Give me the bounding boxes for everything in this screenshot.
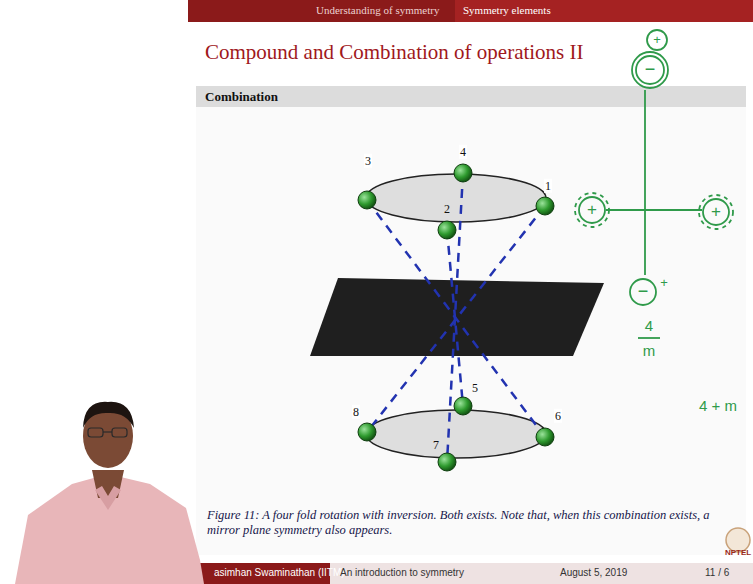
fraction-numerator: 4 <box>645 317 653 335</box>
footer-page: 11 / 6 <box>705 567 729 579</box>
slide-title: Compound and Combination of operations I… <box>205 40 584 65</box>
charge-sign: + <box>711 202 721 222</box>
dashed-links <box>367 173 545 462</box>
callout-number: 7 <box>432 438 440 452</box>
footer-date: August 5, 2019 <box>560 567 627 579</box>
block-heading: Combination <box>205 89 278 105</box>
header-bar <box>188 0 753 22</box>
top-ring <box>366 174 546 222</box>
callout-number: 1 <box>544 179 552 193</box>
charge-sign: + <box>660 275 668 291</box>
handwritten-note: 4 + m <box>699 397 737 415</box>
presenter <box>15 402 204 584</box>
callout-number: 5 <box>471 381 479 395</box>
callout-number: 2 <box>443 202 451 216</box>
callout-number: 8 <box>352 405 360 419</box>
atom-balls <box>358 164 554 471</box>
footer-talk-title: An introduction to symmetry <box>340 567 464 579</box>
header-highlight <box>455 0 753 22</box>
callout-number: 4 <box>459 145 467 159</box>
block-heading-bar <box>196 86 746 107</box>
charge-sign: + <box>653 32 661 48</box>
footer-author: asimhan Swaminathan (IITM) <box>214 567 345 579</box>
figure-caption: Figure 11: A four fold rotation with inv… <box>207 508 742 538</box>
bottom-ring <box>366 410 546 458</box>
charge-sign: − <box>645 59 656 81</box>
charge-sign: − <box>638 281 649 303</box>
callout-number: 6 <box>554 409 562 423</box>
charge-sign: + <box>587 200 597 220</box>
header-section: Understanding of symmetry <box>316 4 439 17</box>
logo-text: NPTEL <box>725 548 751 558</box>
handwritten-sketch <box>575 30 733 338</box>
footer-right <box>330 563 753 584</box>
fraction-denominator: m <box>643 342 656 360</box>
block-body <box>196 107 746 555</box>
header-subsection: Symmetry elements <box>463 4 551 17</box>
callout-number: 3 <box>364 154 372 168</box>
